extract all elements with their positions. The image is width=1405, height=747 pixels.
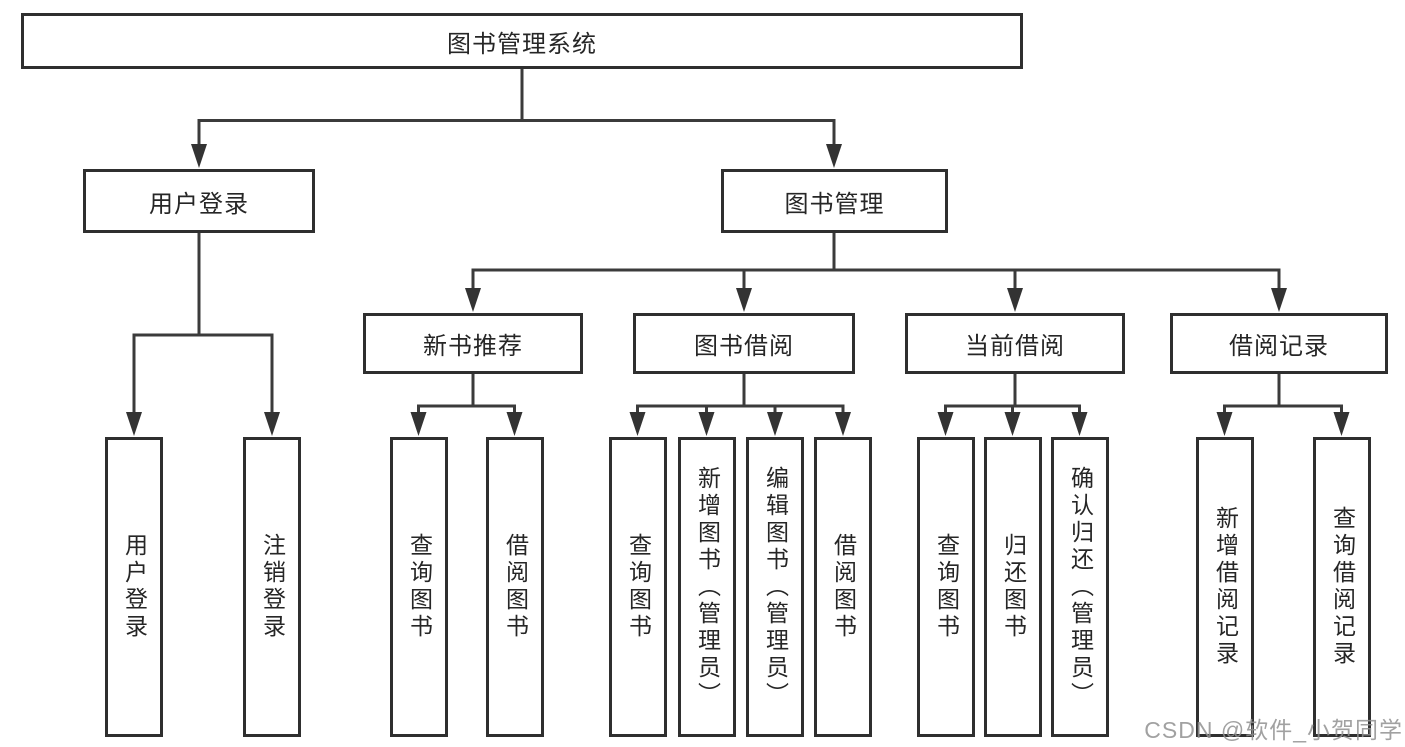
leaf-query-books-3: 查询图书 — [917, 437, 975, 737]
leaf-query-books-2: 查询图书 — [609, 437, 667, 737]
leaf-edit-book-admin-label: 编辑图书（管理员） — [762, 465, 789, 709]
leaf-add-book-admin-label: 新增图书（管理员） — [694, 465, 721, 709]
node-book-management-label: 图书管理 — [784, 190, 885, 218]
leaf-return-book: 归还图书 — [984, 437, 1042, 737]
arrowhead-icons — [126, 144, 1350, 436]
leaf-return-book-label: 归还图书 — [1000, 533, 1027, 641]
leaf-query-books-1-label: 查询图书 — [406, 533, 433, 641]
node-borrow-records-label: 借阅记录 — [1229, 333, 1329, 360]
leaf-confirm-return-admin-label: 确认归还（管理员） — [1067, 465, 1094, 709]
leaf-logout-label: 注销登录 — [259, 533, 286, 641]
leaf-add-book-admin: 新增图书（管理员） — [678, 437, 736, 737]
leaf-add-borrow-record: 新增借阅记录 — [1196, 437, 1254, 737]
node-user-login-branch-label: 用户登录 — [149, 190, 249, 218]
node-user-login-branch: 用户登录 — [83, 169, 315, 233]
leaf-edit-book-admin: 编辑图书（管理员） — [746, 437, 804, 737]
leaf-query-books-1: 查询图书 — [390, 437, 448, 737]
leaf-query-borrow-record: 查询借阅记录 — [1313, 437, 1371, 737]
node-new-book-recommend-label: 新书推荐 — [423, 333, 523, 360]
node-book-management: 图书管理 — [721, 169, 948, 233]
node-root-label: 图书管理系统 — [447, 30, 597, 58]
leaf-add-borrow-record-label: 新增借阅记录 — [1212, 506, 1239, 668]
leaf-query-borrow-record-label: 查询借阅记录 — [1329, 506, 1356, 668]
node-new-book-recommend: 新书推荐 — [363, 313, 583, 374]
node-current-borrowing-label: 当前借阅 — [965, 333, 1065, 360]
node-book-borrowing: 图书借阅 — [633, 313, 855, 374]
leaf-borrow-books-2-label: 借阅图书 — [830, 533, 857, 641]
leaf-user-login: 用户登录 — [105, 437, 163, 737]
leaf-borrow-books-1-label: 借阅图书 — [502, 533, 529, 641]
node-current-borrowing: 当前借阅 — [905, 313, 1125, 374]
node-borrow-records: 借阅记录 — [1170, 313, 1388, 374]
leaf-user-login-label: 用户登录 — [121, 533, 148, 641]
leaf-query-books-3-label: 查询图书 — [933, 533, 960, 641]
leaf-borrow-books-1: 借阅图书 — [486, 437, 544, 737]
leaf-query-books-2-label: 查询图书 — [625, 533, 652, 641]
node-root: 图书管理系统 — [21, 13, 1023, 69]
leaf-confirm-return-admin: 确认归还（管理员） — [1051, 437, 1109, 737]
watermark: CSDN @软件_小贺同学 — [1144, 717, 1403, 743]
leaf-logout: 注销登录 — [243, 437, 301, 737]
node-book-borrowing-label: 图书借阅 — [694, 333, 794, 360]
leaf-borrow-books-2: 借阅图书 — [814, 437, 872, 737]
